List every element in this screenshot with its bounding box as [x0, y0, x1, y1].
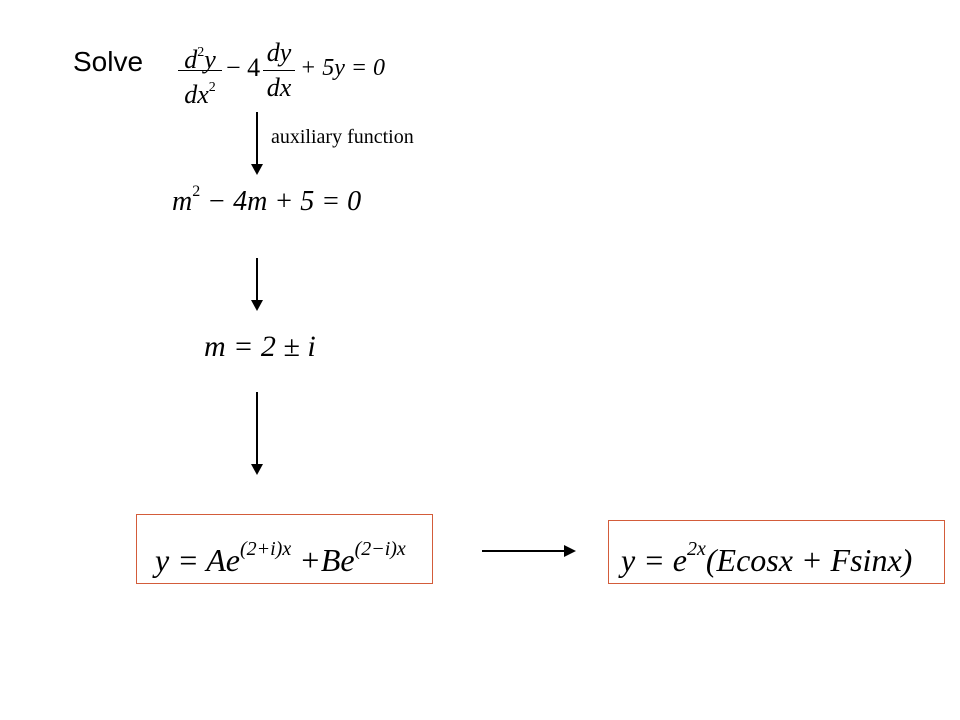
general-mid: +Be	[291, 542, 355, 578]
real-solution: y = e2x(Ecosx + Fsinx)	[621, 539, 912, 576]
aux-m: m	[172, 186, 193, 217]
aux-exponent: 2	[192, 183, 201, 200]
d2y-y: y	[204, 45, 216, 74]
arrow-down-3	[251, 392, 263, 475]
aux-rest: − 4m + 5 = 0	[200, 186, 362, 217]
d2y-den-exponent: 2	[208, 80, 216, 95]
first-derivative-fraction: dy dx	[263, 38, 295, 103]
minus-four: − 4	[226, 53, 261, 82]
arrow-right	[482, 546, 576, 556]
real-lhs: y = e	[621, 542, 687, 578]
second-derivative-fraction: d2y dx2	[178, 38, 222, 109]
real-solution-box: y = e2x(Ecosx + Fsinx)	[608, 520, 945, 584]
solve-label: Solve	[73, 46, 144, 77]
roots: m = 2 ± i	[204, 330, 316, 363]
step-caption: auxiliary function	[271, 126, 414, 148]
real-exponent: 2x	[687, 538, 706, 560]
general-solution-box: y = Ae(2+i)x +Be(2−i)x	[136, 514, 433, 584]
dy-denominator: dx	[266, 73, 292, 102]
general-exponent-2: (2−i)x	[354, 538, 406, 560]
general-lhs: y = Ae	[155, 542, 240, 578]
arrow-down-1	[251, 112, 263, 175]
auxiliary-equation: m2 − 4m + 5 = 0	[172, 184, 361, 216]
equation-tail: + 5y = 0	[300, 55, 386, 81]
arrow-down-2	[251, 258, 263, 311]
general-exponent-1: (2+i)x	[239, 538, 292, 560]
real-rest: (Ecosx + Fsinx)	[705, 542, 913, 578]
d2y-denominator: dx	[184, 80, 209, 109]
general-solution: y = Ae(2+i)x +Be(2−i)x	[155, 539, 406, 576]
d2y-num-exponent: 2	[197, 45, 205, 60]
dy-numerator: dy	[266, 38, 292, 67]
d2y-d: d	[184, 45, 198, 74]
